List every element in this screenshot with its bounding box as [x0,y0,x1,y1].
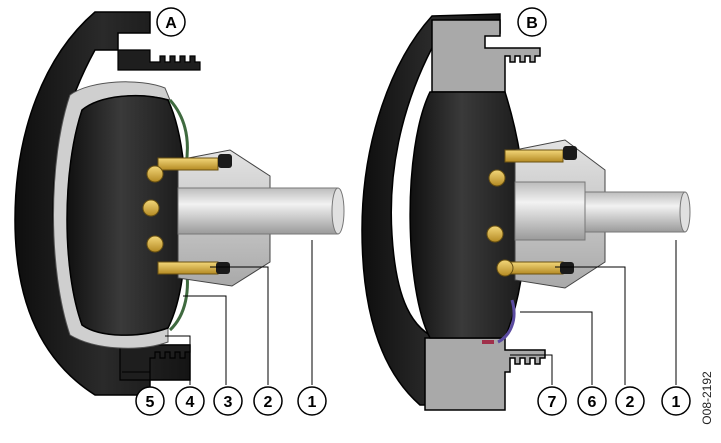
panel-label-a-text: A [165,15,177,32]
panel-a [14,11,345,396]
panel-b [361,13,691,411]
reference-code-text: O08-2192 [700,371,714,425]
callout-a-1: 1 [297,386,327,416]
screw-3-b [496,259,514,277]
screw-1-b [488,169,506,187]
svg-text:2: 2 [264,394,273,411]
flange-bottom-b [424,337,546,411]
callout-a-5: 5 [135,386,165,416]
svg-text:7: 7 [548,394,557,411]
callout-b-7: 7 [537,386,567,416]
terminal-top-a [157,154,232,171]
drum-b [409,91,526,339]
shaft-large-b [514,181,586,241]
screw-1-a [146,165,164,183]
screw-3-a [146,235,164,253]
svg-text:2: 2 [626,394,635,411]
panel-label-a: A [156,7,186,37]
seal-red-b [482,340,494,344]
thread-top-a [117,49,201,71]
svg-text:4: 4 [186,394,195,411]
leader-lines-a [122,240,313,385]
terminal-bottom-a [157,261,230,275]
callout-a-3: 3 [213,386,243,416]
svg-text:1: 1 [672,394,681,411]
terminal-top-b [504,146,577,163]
callout-b-2: 2 [615,386,645,416]
callout-a-4: 4 [175,386,205,416]
terminal-bottom-b [504,261,574,275]
shaft-b [584,191,686,233]
panel-label-b: B [517,7,547,37]
panel-label-b-text: B [526,15,538,32]
svg-text:6: 6 [588,394,597,411]
screw-2-a [142,199,160,217]
shaft-end-a [331,187,345,235]
svg-text:1: 1 [308,394,317,411]
svg-text:5: 5 [146,394,155,411]
flange-top-b [431,19,541,93]
reference-code: O08-2192 [697,356,717,440]
screw-2-b [486,225,504,243]
callout-b-6: 6 [577,386,607,416]
callout-b-1: 1 [661,386,691,416]
seal-b [497,299,516,344]
callout-a-2: 2 [253,386,283,416]
leader-lines-b [510,240,677,385]
drum-a [66,94,187,336]
shaft-a [177,187,339,235]
shaft-end-b [679,191,691,233]
thread-bottom-a [119,344,191,381]
svg-text:3: 3 [224,394,233,411]
